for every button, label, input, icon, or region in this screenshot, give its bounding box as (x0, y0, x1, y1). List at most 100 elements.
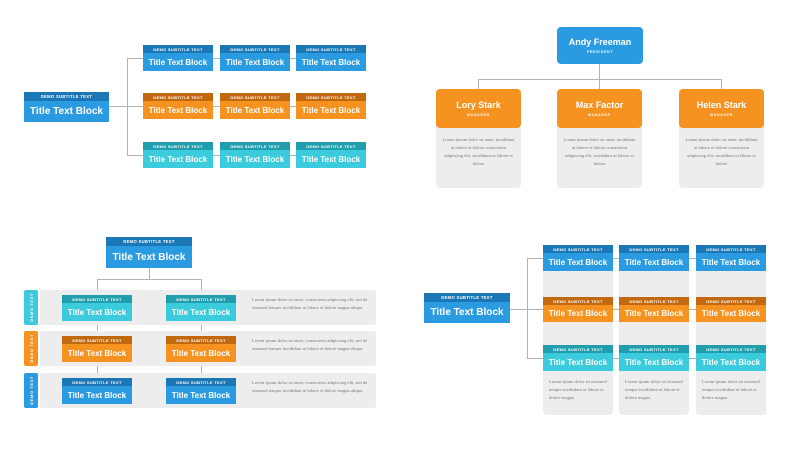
connector-line (478, 79, 479, 89)
president-role: PRESIDENT (587, 50, 613, 54)
block-title: Title Text Block (166, 344, 236, 362)
connector-line (599, 64, 600, 79)
row-description: Lorem ipsum dolor sit amet, consectetur … (252, 380, 368, 393)
tree-root-block: DEMO SUBTITLE TEXT Title Text Block (24, 92, 109, 122)
block-title: Title Text Block (24, 101, 109, 122)
block-subtitle: DEMO SUBTITLE TEXT (220, 93, 290, 101)
row-description: Lorem ipsum dolor sit amet, consectetur … (252, 338, 368, 351)
connector-line (201, 321, 202, 336)
block-title: Title Text Block (543, 253, 613, 271)
block-subtitle: DEMO SUBTITLE TEXT (62, 336, 132, 344)
connector-line (149, 268, 150, 279)
manager-description: Lorem ipsum dolor sit amet, incididunt u… (685, 137, 758, 166)
block-subtitle: DEMO SUBTITLE TEXT (143, 45, 213, 53)
connector-line (109, 106, 143, 107)
connector-line (201, 362, 202, 378)
block-title: Title Text Block (696, 353, 766, 371)
manager-role: MANAGER (588, 113, 611, 117)
block-title: Title Text Block (220, 53, 290, 71)
connector-line (213, 58, 220, 59)
block-title: Title Text Block (619, 253, 689, 271)
manager-card (557, 120, 642, 188)
block-subtitle: DEMO SUBTITLE TEXT (166, 378, 236, 386)
connector-line (721, 79, 722, 89)
president-box: Andy Freeman PRESIDENT (557, 27, 643, 64)
manager-role: MANAGER (710, 113, 733, 117)
manager-box: Lory Stark MANAGER (436, 89, 521, 128)
block-subtitle: DEMO SUBTITLE TEXT (696, 245, 766, 253)
connector-line (97, 279, 98, 295)
manager-name: Max Factor (575, 100, 624, 110)
block-subtitle: DEMO SUBTITLE TEXT (166, 336, 236, 344)
block-title: Title Text Block (696, 253, 766, 271)
connector-line (127, 58, 143, 59)
block-title: Title Text Block (296, 150, 366, 168)
connector-line (527, 358, 543, 359)
block-title: Title Text Block (166, 386, 236, 404)
connector-line (97, 321, 98, 336)
connector-line (527, 258, 528, 359)
block-title: Title Text Block (62, 386, 132, 404)
connector-line (290, 155, 296, 156)
block-title: Title Text Block (220, 150, 290, 168)
block-title: Title Text Block (296, 101, 366, 119)
column-description: Lorem ipsum dolor sit eiusmod tempor inc… (625, 379, 683, 400)
connector-line (510, 309, 543, 310)
block-subtitle: DEMO SUBTITLE TEXT (143, 93, 213, 101)
connector-line (97, 279, 202, 280)
column-card (696, 245, 766, 415)
manager-box: Helen Stark MANAGER (679, 89, 764, 128)
block-subtitle: DEMO SUBTITLE TEXT (543, 297, 613, 305)
column-card (619, 245, 689, 415)
block-title: Title Text Block (619, 353, 689, 371)
connector-line (213, 155, 220, 156)
block-subtitle: DEMO SUBTITLE TEXT (424, 293, 510, 302)
connector-line (613, 358, 619, 359)
manager-role: MANAGER (467, 113, 490, 117)
block-subtitle: DEMO SUBTITLE TEXT (296, 142, 366, 150)
block-subtitle: DEMO SUBTITLE TEXT (619, 345, 689, 353)
connector-line (290, 58, 296, 59)
manager-description: Lorem ipsum dolor sit amet, incididunt u… (563, 137, 636, 166)
manager-card (679, 120, 764, 188)
block-title: Title Text Block (619, 305, 689, 322)
connector-line (689, 258, 696, 259)
connector-line (527, 258, 543, 259)
block-title: Title Text Block (296, 53, 366, 71)
connector-line (127, 155, 143, 156)
block-title: Title Text Block (543, 353, 613, 371)
block-subtitle: DEMO SUBTITLE TEXT (106, 237, 192, 246)
row-side-tab: DEMO TEXT (24, 331, 38, 366)
block-subtitle: DEMO SUBTITLE TEXT (220, 45, 290, 53)
block-subtitle: DEMO SUBTITLE TEXT (619, 245, 689, 253)
block-subtitle: DEMO SUBTITLE TEXT (543, 245, 613, 253)
manager-card (436, 120, 521, 188)
connector-line (613, 309, 619, 310)
block-subtitle: DEMO SUBTITLE TEXT (696, 297, 766, 305)
column-description: Lorem ipsum dolor sit eiusmod tempor inc… (549, 379, 607, 400)
block-subtitle: DEMO SUBTITLE TEXT (296, 93, 366, 101)
block-title: Title Text Block (143, 53, 213, 71)
block-subtitle: DEMO SUBTITLE TEXT (24, 92, 109, 101)
row-side-tab: DEMO TEXT (24, 373, 38, 408)
connector-line (478, 79, 722, 80)
connector-line (213, 106, 220, 107)
block-title: Title Text Block (166, 303, 236, 321)
connector-line (689, 358, 696, 359)
